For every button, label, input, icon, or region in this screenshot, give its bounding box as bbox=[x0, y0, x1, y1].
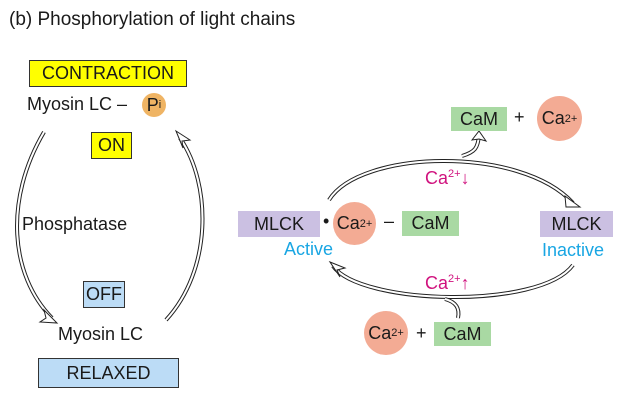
phosphorylation-arrow bbox=[164, 129, 205, 322]
mlck-inactive: MLCK bbox=[540, 211, 613, 237]
myosin-lc: Myosin LC bbox=[58, 324, 144, 344]
bond-dash: – bbox=[384, 211, 395, 231]
off-box: OFF bbox=[83, 281, 125, 308]
calcium-decrease-label: Ca2+↓ bbox=[425, 168, 470, 188]
cam-free: CaM bbox=[434, 322, 491, 346]
plus-sign-top: + bbox=[514, 107, 525, 127]
phosphate-label: P bbox=[146, 94, 159, 115]
cam-released: CaM bbox=[451, 107, 507, 131]
active-state-label: Active bbox=[284, 239, 334, 259]
contraction-box: CONTRACTION bbox=[29, 60, 187, 87]
bond-dot: • bbox=[323, 211, 330, 231]
activation-arrow bbox=[328, 260, 575, 319]
phosphatase-label: Phosphatase bbox=[22, 214, 128, 234]
dephosphorylation-arrow bbox=[15, 130, 59, 324]
deactivation-arrow bbox=[327, 130, 582, 208]
myosin-lc-phosphorylated: Myosin LC – bbox=[27, 94, 128, 114]
mlck-active: MLCK bbox=[238, 211, 320, 237]
cam-bound: CaM bbox=[402, 211, 459, 236]
figure-title: (b) Phosphorylation of light chains bbox=[9, 9, 296, 30]
plus-sign-bottom: + bbox=[416, 323, 427, 343]
calcium-increase-label: Ca2+↑ bbox=[425, 273, 470, 293]
relaxed-box: RELAXED bbox=[38, 358, 179, 388]
on-box: ON bbox=[91, 132, 132, 159]
inactive-state-label: Inactive bbox=[542, 240, 605, 260]
